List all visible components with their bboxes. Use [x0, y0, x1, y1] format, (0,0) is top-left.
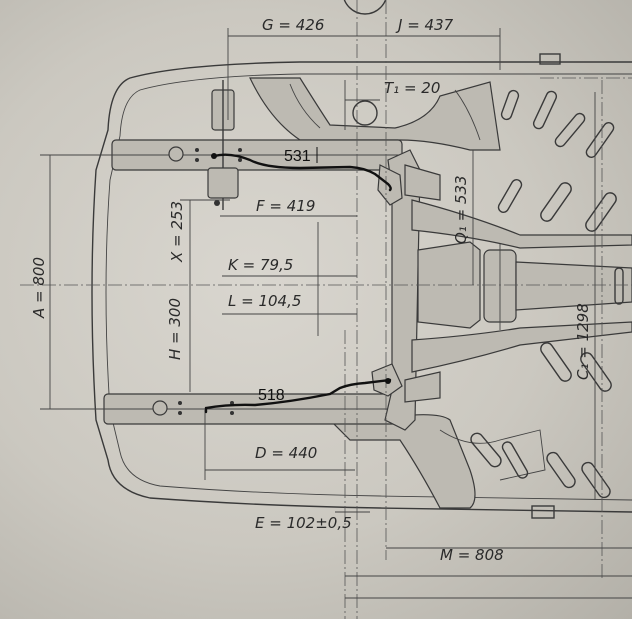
- body-inner-outline: [105, 73, 632, 501]
- upper-hole-4: [238, 158, 242, 162]
- lower-fender: [328, 414, 476, 509]
- dim-h: H = 300: [166, 298, 184, 360]
- dim-x: X = 253: [168, 201, 186, 263]
- upper-pivot: [214, 200, 220, 206]
- marker-line-lower: [204, 378, 392, 414]
- dim-g: G = 426: [262, 16, 324, 34]
- upper-hole-2: [195, 158, 199, 162]
- top-tab: [539, 53, 561, 65]
- top-circle: [343, 0, 387, 15]
- dim-d: D = 440: [255, 444, 317, 462]
- annotation-lower: 518: [258, 387, 285, 404]
- marker-dot-upper: [211, 153, 217, 159]
- annotation-upper: 531: [284, 148, 311, 165]
- dim-m: M = 808: [440, 546, 504, 564]
- crossmember: [384, 149, 421, 431]
- dim-f: F = 419: [256, 197, 315, 215]
- upper-bracket-right: [404, 164, 441, 201]
- lower-bracket-right: [404, 371, 441, 403]
- lower-hole-2: [178, 411, 182, 415]
- driveshaft-tube: [515, 261, 632, 311]
- dim-l: L = 104,5: [228, 292, 301, 310]
- fender-line-2: [454, 89, 481, 141]
- lower-bolt: [152, 400, 168, 416]
- upper-mount: [207, 167, 239, 199]
- dimension-lines: [40, 28, 632, 599]
- upper-bolt: [168, 146, 184, 162]
- marker-dot-lower: [385, 378, 391, 384]
- lower-fender-line: [439, 429, 546, 481]
- lower-hole-1: [178, 401, 182, 405]
- tunnel-upper: [411, 199, 632, 249]
- lower-hole-4: [230, 411, 234, 415]
- fender-line: [289, 83, 321, 129]
- dim-e: E = 102±0,5: [255, 514, 352, 532]
- dim-j: J = 437: [395, 16, 454, 34]
- dim-k: K = 79,5: [228, 256, 293, 274]
- upper-hole-1: [195, 148, 199, 152]
- upper-fender: [249, 77, 501, 151]
- floor-slots-upper: [497, 89, 617, 232]
- dim-a: A = 800: [30, 257, 48, 319]
- bottom-tab: [531, 505, 555, 519]
- marker-line-upper: [212, 153, 392, 192]
- body-outline: [91, 61, 632, 513]
- dim-q1: Q₁ = 533: [452, 175, 470, 244]
- tunnel-lower: [411, 321, 632, 373]
- dim-t1: T₁ = 20: [384, 79, 440, 97]
- floor-slots-lower: [470, 267, 624, 499]
- dim-c1: C₁ = 1298: [574, 303, 592, 380]
- upper-hole-3: [238, 148, 242, 152]
